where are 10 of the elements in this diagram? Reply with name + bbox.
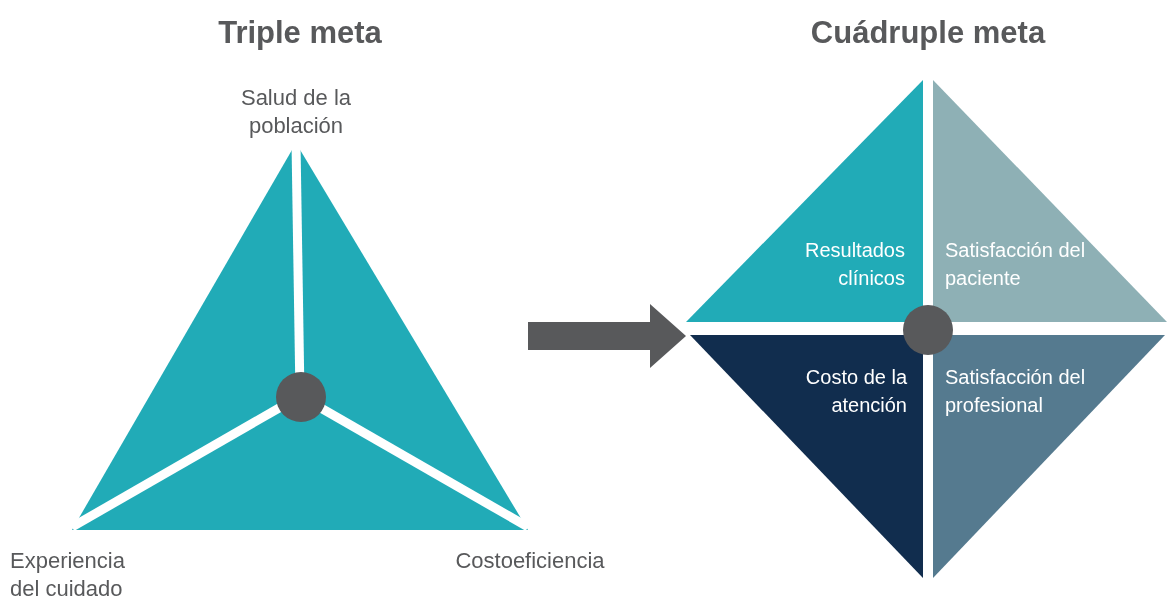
corner-label: Experiencia del cuidado (10, 547, 126, 598)
block-arrow (528, 304, 686, 368)
corner-label: Costoeficiencia (454, 547, 606, 575)
quadrant-label: Satisfacción del profesional (945, 365, 1087, 418)
heading: Triple meta (217, 14, 383, 52)
quadrant-label: Satisfacción del paciente (945, 238, 1087, 291)
quadrant-label: Costo de la atención (804, 365, 907, 418)
quadrant-label: Resultados clínicos (803, 238, 905, 291)
corner-label: Salud de la población (239, 84, 353, 140)
heading: Cuádruple meta (809, 14, 1047, 52)
